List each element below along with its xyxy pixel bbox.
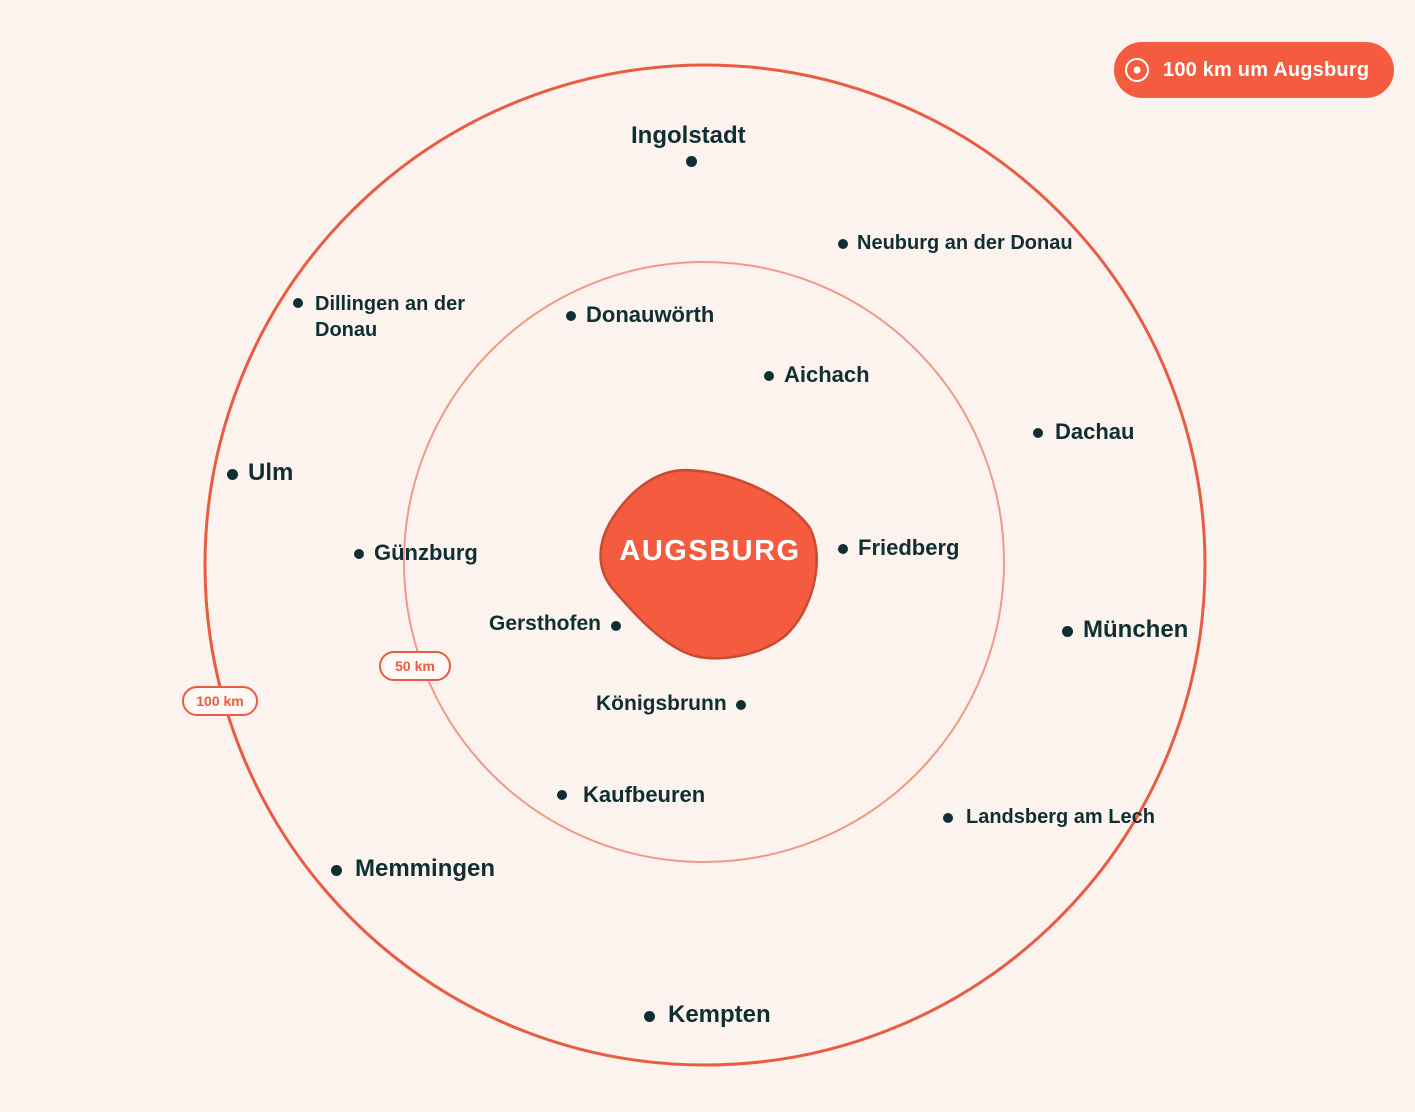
city-label-memmingen: Memmingen (355, 855, 496, 882)
augsburg-area-shape (599, 468, 818, 660)
city-dot-icon (644, 1011, 655, 1022)
city-label-dillingen-line1: Dillingen an der (315, 293, 466, 315)
city-label-muenchen: München (1083, 616, 1189, 643)
city-aichach: Aichach (764, 362, 870, 387)
city-dot-icon (611, 621, 621, 631)
city-dot-icon (764, 371, 774, 381)
city-dot-icon (293, 298, 303, 308)
city-dot-icon (227, 469, 238, 480)
city-kempten: Kempten (644, 1001, 771, 1029)
city-kaufbeuren: Kaufbeuren (557, 782, 705, 807)
city-muenchen: München (1062, 616, 1188, 644)
city-label-friedberg: Friedberg (858, 535, 960, 560)
city-label-gersthofen: Gersthofen (489, 612, 602, 635)
city-donauwoerth: Donauwörth (566, 302, 714, 327)
city-dot-icon (686, 156, 697, 167)
city-label-koenigsbrunn: Königsbrunn (596, 692, 727, 715)
city-label-kaufbeuren: Kaufbeuren (583, 782, 706, 807)
city-label-donauwoerth: Donauwörth (586, 302, 715, 327)
city-dot-icon (1033, 428, 1043, 438)
city-label-neuburg: Neuburg an der Donau (857, 232, 1073, 254)
city-memmingen: Memmingen (331, 855, 495, 883)
city-dot-icon (557, 790, 567, 800)
inner-ring-50km (403, 261, 1005, 863)
city-label-dillingen: Dillingen an der Donau (315, 291, 465, 343)
city-guenzburg: Günzburg (354, 540, 478, 565)
city-neuburg: Neuburg an der Donau (838, 232, 1073, 255)
city-dot-icon (331, 865, 342, 876)
ring-label-100km: 100 km (182, 686, 258, 716)
augsburg-label: AUGSBURG (619, 535, 801, 567)
target-circle-icon (1124, 57, 1150, 83)
ring-label-50km: 50 km (379, 651, 451, 681)
city-dillingen: Dillingen an der Donau (293, 291, 465, 343)
city-ulm: Ulm (227, 459, 293, 487)
city-landsberg: Landsberg am Lech (943, 806, 1155, 829)
city-label-dachau: Dachau (1055, 419, 1135, 444)
city-dachau: Dachau (1033, 419, 1134, 444)
radius-badge-button[interactable]: 100 km um Augsburg (1114, 42, 1394, 98)
city-dot-icon (1062, 626, 1073, 637)
city-label-landsberg: Landsberg am Lech (966, 806, 1155, 828)
outer-ring-100km (203, 63, 1207, 1067)
city-dot-icon (943, 813, 953, 823)
city-dot-icon (354, 549, 364, 559)
city-dot-icon (736, 700, 746, 710)
city-friedberg: Friedberg (838, 535, 959, 560)
city-label-ulm: Ulm (248, 459, 294, 486)
city-label-dillingen-line2: Donau (315, 319, 378, 341)
radius-badge-label: 100 km um Augsburg (1163, 58, 1370, 81)
city-dot-icon (838, 544, 848, 554)
city-dot-icon (566, 311, 576, 321)
city-label-guenzburg: Günzburg (374, 540, 478, 565)
city-label-kempten: Kempten (668, 1001, 771, 1028)
city-label-ingolstadt: Ingolstadt (631, 122, 746, 149)
city-label-aichach: Aichach (784, 362, 870, 387)
city-dot-icon (838, 239, 848, 249)
